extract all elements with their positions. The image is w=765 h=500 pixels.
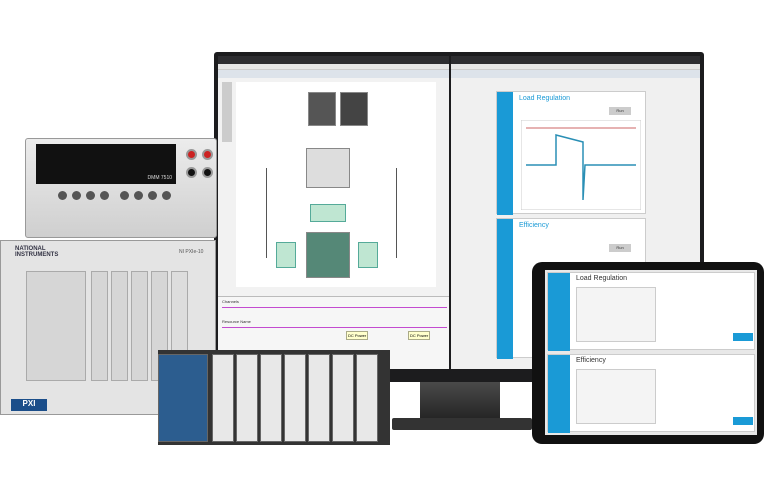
load-graph — [576, 287, 656, 342]
load-regulation-graph — [521, 120, 641, 210]
toolbar[interactable] — [218, 70, 449, 78]
board-node[interactable] — [306, 232, 350, 278]
pxi-module — [131, 271, 148, 381]
instrument-node[interactable] — [340, 92, 368, 126]
cdaq-module — [236, 354, 258, 442]
panel-title: Load Regulation — [576, 275, 627, 282]
run-button[interactable] — [733, 333, 753, 341]
signal-node[interactable] — [276, 242, 296, 268]
title-bar — [218, 56, 449, 64]
monitor-stand — [420, 382, 500, 422]
panel-title: Efficiency — [519, 222, 549, 229]
dc-power-node[interactable]: DC Power — [408, 331, 431, 340]
dmm-button[interactable] — [134, 191, 143, 200]
cdaq-module — [212, 354, 234, 442]
tablet-efficiency-panel: Efficiency — [547, 354, 755, 433]
wire — [222, 327, 447, 328]
panel-title: Load Regulation — [519, 95, 570, 102]
dmm-button[interactable] — [72, 191, 81, 200]
cdaq-module — [356, 354, 378, 442]
dmm-button[interactable] — [162, 191, 171, 200]
dmm-display: DMM 7510 — [36, 144, 176, 184]
palette[interactable] — [222, 82, 232, 142]
panel-sidebar — [548, 273, 570, 351]
dc-power-node[interactable]: DC Power — [346, 331, 369, 340]
monitor-base — [392, 418, 532, 430]
input-jack[interactable] — [202, 149, 213, 160]
chassis-model: NI PXIe-10 — [179, 249, 204, 255]
menu-bar[interactable] — [218, 64, 449, 70]
panel-sidebar — [497, 92, 513, 215]
resource-label: Resource Name — [222, 319, 251, 324]
input-jack[interactable] — [202, 167, 213, 178]
cdaq-chassis — [158, 350, 390, 445]
dmm-model: DMM 7510 — [147, 175, 172, 181]
output-node[interactable] — [358, 242, 378, 268]
wire — [222, 307, 447, 308]
panel-title: Efficiency — [576, 357, 606, 364]
dmm-button[interactable] — [86, 191, 95, 200]
dmm-button[interactable] — [100, 191, 109, 200]
panel-sidebar — [548, 355, 570, 433]
tablet-screen: Load Regulation Efficiency — [545, 270, 757, 435]
panel-sidebar — [497, 219, 513, 359]
cdaq-module — [308, 354, 330, 442]
tablet-load-regulation-panel: Load Regulation — [547, 272, 755, 351]
cdaq-module — [284, 354, 306, 442]
dmm-button[interactable] — [148, 191, 157, 200]
efficiency-graph — [576, 369, 656, 424]
load-regulation-panel: Load Regulation Run — [496, 91, 646, 215]
pxi-chassis: NATIONAL INSTRUMENTS NI PXIe-10 PXI — [0, 240, 216, 415]
input-jack[interactable] — [186, 167, 197, 178]
cdaq-module — [260, 354, 282, 442]
menu-bar[interactable] — [451, 64, 700, 70]
cdaq-controller — [158, 354, 208, 442]
digital-multimeter: DMM 7510 — [25, 138, 217, 238]
run-button[interactable] — [733, 417, 753, 425]
host-node[interactable] — [306, 148, 350, 188]
run-button[interactable]: Run — [609, 244, 631, 252]
channels-label: Channels — [222, 299, 239, 304]
diagram-window: Channels Resource Name DC Power DC Power — [218, 56, 449, 369]
ni-logo: NATIONAL INSTRUMENTS — [15, 246, 59, 258]
input-jack[interactable] — [186, 149, 197, 160]
dmm-button[interactable] — [120, 191, 129, 200]
title-bar — [451, 56, 700, 64]
diagram-canvas[interactable] — [236, 82, 436, 287]
pxi-module — [111, 271, 128, 381]
signal-trace — [526, 134, 636, 201]
run-button[interactable]: Run — [609, 107, 631, 115]
cdaq-module — [332, 354, 354, 442]
fpga-node[interactable] — [310, 204, 346, 222]
controller-module — [26, 271, 86, 381]
toolbar[interactable] — [451, 70, 700, 78]
instrument-node[interactable] — [308, 92, 336, 126]
dmm-button[interactable] — [58, 191, 67, 200]
pxi-module — [91, 271, 108, 381]
pxi-logo: PXI — [11, 399, 47, 411]
